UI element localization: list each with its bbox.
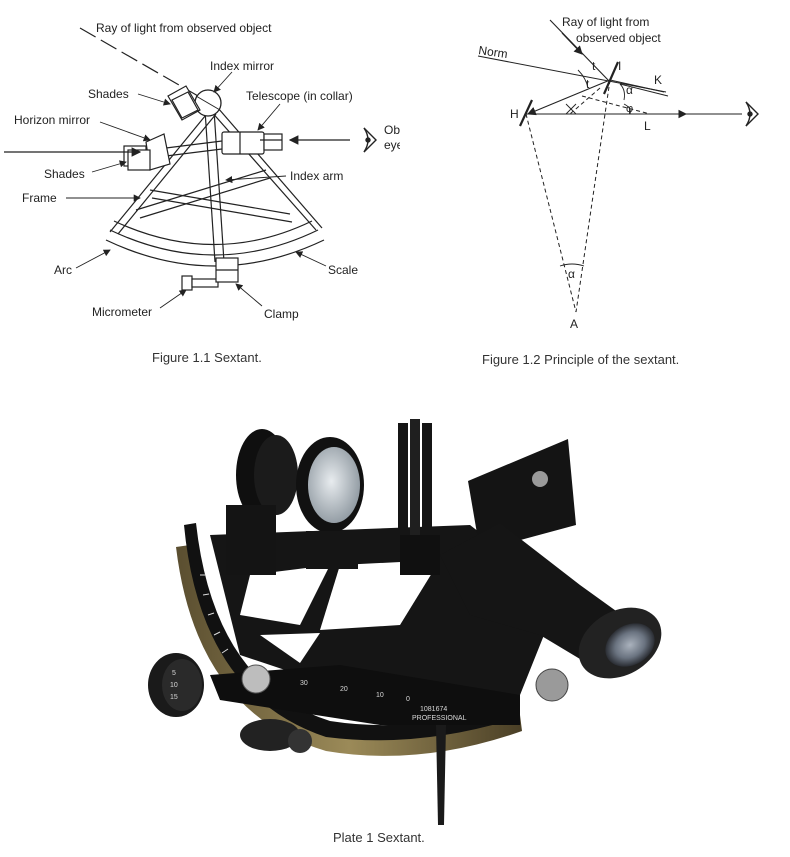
label-point-L: L: [644, 119, 651, 133]
clamp: [215, 257, 239, 283]
telescope-knob: [535, 668, 569, 702]
micrometer-drum: 5 10 15: [148, 653, 204, 717]
micrometer: [181, 275, 219, 291]
label-index-mirror: Index mirror: [210, 59, 274, 73]
angle-cross: [565, 103, 577, 115]
clamp-knob: [241, 664, 271, 694]
svg-text:10: 10: [376, 692, 384, 699]
shades-top: [167, 85, 201, 121]
label-shades-top: Shades: [88, 87, 129, 101]
figure-1-1-sextant-diagram: Ray of light from observed object Index …: [4, 21, 400, 365]
label-ray-line1: Ray of light from: [562, 15, 649, 29]
label-point-I: I: [618, 59, 621, 73]
label-angle-alpha1: α: [626, 83, 633, 97]
figure-1-2-caption: Figure 1.2 Principle of the sextant.: [482, 352, 679, 367]
figure-1-2-principle-diagram: Ray of light from observed object Norm I…: [477, 15, 759, 367]
telescope: [440, 523, 662, 679]
label-angle-phi: φ: [626, 103, 633, 115]
telescope: [221, 131, 283, 155]
horizon-mirror-plate: [468, 439, 576, 551]
plate-1-caption: Plate 1 Sextant.: [333, 830, 425, 845]
engraving-professional: PROFESSIONAL: [412, 715, 467, 722]
label-angle-t2: t: [586, 77, 590, 91]
svg-text:30: 30: [300, 680, 308, 687]
svg-text:0: 0: [406, 696, 410, 703]
dashed-normals: [525, 79, 651, 313]
svg-text:10: 10: [170, 682, 178, 689]
label-index-arm: Index arm: [290, 169, 343, 183]
svg-text:15: 15: [170, 694, 178, 701]
label-micrometer: Micrometer: [92, 305, 152, 319]
frame-cutouts: [240, 560, 440, 663]
label-point-A: A: [570, 317, 578, 331]
label-telescope: Telescope (in collar): [246, 89, 353, 103]
label-norm: Norm: [478, 43, 509, 61]
norm-line: [477, 55, 667, 93]
label-angle-alpha2: α: [568, 267, 575, 281]
sextant-leg: [436, 725, 446, 825]
label-point-H: H: [510, 107, 519, 121]
engraving-serial: 1081674: [420, 706, 447, 713]
label-clamp: Clamp: [264, 307, 299, 321]
index-mirror: [296, 437, 364, 569]
label-point-K: K: [654, 73, 662, 87]
label-scale: Scale: [328, 263, 358, 277]
label-ray: Ray of light from observed object: [96, 21, 272, 35]
horizon-mirror-line: [519, 99, 533, 127]
angle-arcs: [559, 69, 631, 267]
index-mirror-line: [602, 61, 620, 95]
plate-1-sextant-photo: 1081674 PROFESSIONAL 30 20 10 0 5 10 15: [148, 419, 662, 845]
label-observer-line1: Observer's: [384, 123, 400, 137]
eye-icon: [363, 127, 377, 153]
svg-text:20: 20: [340, 686, 348, 693]
shades-bottom: [123, 145, 151, 171]
index-shades: [226, 429, 298, 575]
eye-icon: [745, 101, 759, 127]
index-arm: [210, 665, 520, 725]
arc-scale-ticks: [200, 574, 229, 654]
reflected-ray-IH: [526, 79, 611, 116]
label-shades-bottom: Shades: [44, 167, 85, 181]
arm-scale-numbers: 30 20 10 0: [300, 680, 410, 703]
figure-1-1-caption: Figure 1.1 Sextant.: [152, 350, 262, 365]
index-arm: [204, 109, 225, 263]
leader-lines: [66, 71, 327, 309]
label-observer-line2: eye: [384, 138, 400, 152]
label-ray-line2: observed object: [576, 31, 661, 45]
horizon-shades: [398, 419, 440, 575]
svg-text:5: 5: [172, 670, 176, 677]
label-horizon-mirror: Horizon mirror: [14, 113, 90, 127]
lower-mechanism: [240, 719, 312, 753]
label-frame: Frame: [22, 191, 57, 205]
label-arc: Arc: [54, 263, 72, 277]
label-angle-t1: t: [592, 59, 596, 73]
